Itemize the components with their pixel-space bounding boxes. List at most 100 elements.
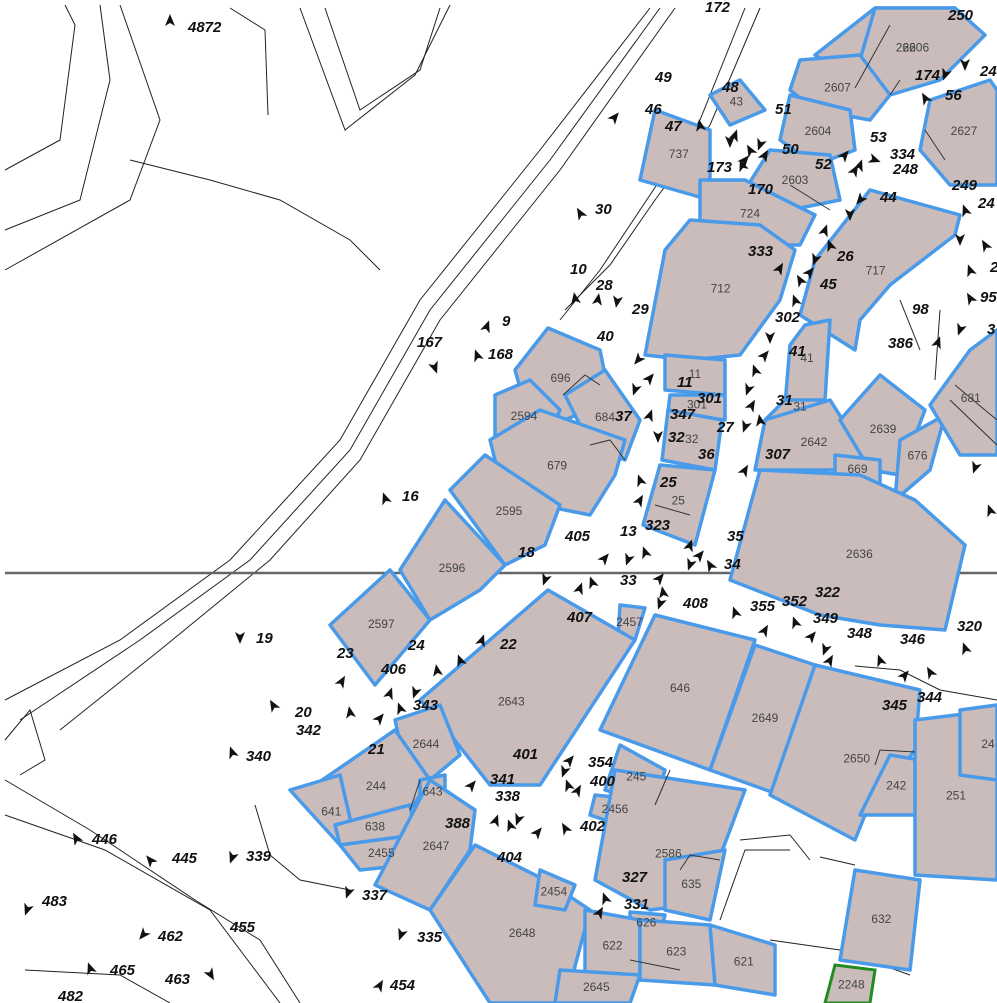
parcel-2645[interactable] [553,968,642,1003]
point-number-label: 16 [402,488,419,505]
parcel-label: 2606 [902,40,929,54]
point-number-label: 29 [631,301,649,318]
survey-arrow-icon [507,819,517,833]
point-number-label: 19 [256,630,273,647]
point-number-label: 95 [980,289,997,306]
point-number-label: 34 [724,556,741,573]
point-number-label: 4872 [187,19,222,36]
point-number-label: 323 [645,517,671,534]
parcel-24x[interactable] [958,703,997,782]
parcel-label: 2639 [870,422,897,436]
survey-arrow-icon [822,642,832,656]
parcel-label: 251 [946,788,966,802]
survey-arrow-icon [853,159,863,173]
parcel-2454[interactable] [533,868,577,912]
parcel-676[interactable] [893,413,947,502]
parcel-25[interactable] [641,463,717,547]
survey-arrow-icon [955,234,965,246]
parcel-712[interactable] [643,218,797,362]
point-number-label: 465 [109,962,136,979]
point-number-label: 483 [41,893,68,910]
survey-arrow-icon [827,239,837,253]
parcel-2647[interactable] [373,778,477,912]
survey-arrow-icon [570,784,581,798]
survey-arrow-icon [837,150,849,163]
survey-arrow-icon [73,832,84,846]
survey-arrow-icon [229,850,239,864]
point-number-label: 406 [380,661,407,678]
parcel-label: 2586 [655,846,682,860]
parcel-2248[interactable] [823,963,877,1003]
point-number-label: 53 [870,129,887,146]
survey-arrow-icon [744,399,755,413]
survey-arrow-icon [707,559,718,573]
point-number-label: 2 [989,259,997,276]
point-number-label: 307 [765,446,791,463]
point-number-label: 337 [362,887,388,904]
survey-arrow-icon [752,364,762,378]
base-lines [4,4,997,1003]
point-number-label: 18 [518,544,535,561]
survey-arrow-icon [607,112,619,125]
point-number-label: 11 [677,374,693,391]
parcel-label: 2248 [838,977,865,991]
survey-arrow-icon [737,155,749,168]
survey-arrow-icon [987,504,997,518]
survey-arrow-icon [383,687,393,701]
survey-arrow-icon [692,550,704,563]
parcel-621[interactable] [708,923,777,997]
point-number-label: 50 [782,141,799,158]
survey-arrow-icon [573,582,583,596]
point-number-label: 48 [721,79,739,96]
survey-arrow-icon [812,252,822,266]
survey-arrow-icon [643,409,653,423]
point-number-label: 45 [819,276,837,293]
survey-arrow-icon [942,67,952,81]
point-number-label: 302 [775,309,801,326]
parcel-2636[interactable] [728,468,967,632]
survey-arrow-icon [372,713,384,726]
survey-arrow-icon [960,59,970,71]
survey-arrow-icon [625,552,635,566]
parcel-label: 622 [602,938,622,952]
point-number-label: 454 [389,977,416,994]
survey-arrow-icon [683,539,693,553]
survey-arrow-icon [346,706,356,719]
parcel-label: 679 [547,459,567,473]
parcel-label: 2455 [368,846,395,860]
parcel-label: 737 [669,147,689,161]
point-number-label: 347 [670,406,696,423]
survey-arrow-icon [792,616,802,630]
survey-arrow-icon [867,153,881,163]
parcel-646[interactable] [598,613,757,772]
parcel-635[interactable] [663,848,727,922]
survey-arrow-icon [571,292,581,305]
survey-arrow-icon [765,332,775,344]
point-number-label: 331 [624,896,649,913]
parcel-label: 623 [666,945,686,959]
parcels[interactable] [288,6,997,1003]
parcel-label: 712 [711,282,731,296]
parcel-632[interactable] [838,868,922,972]
parcel-label: 2647 [423,839,450,853]
survey-arrow-icon [637,474,647,488]
survey-arrow-icon [967,264,977,278]
point-number-label: 37 [615,408,632,425]
parcel-2643[interactable] [418,588,637,787]
parcel-43[interactable] [708,78,767,127]
parcel-label: 301 [687,398,707,412]
parcel-2604[interactable] [778,93,857,167]
point-number-label: 98 [912,301,929,318]
parcel-2627[interactable] [918,78,997,187]
parcel-label: 646 [670,681,690,695]
point-number-label: 355 [750,598,776,615]
parcel-2597[interactable] [328,568,432,687]
point-number-label: 339 [246,848,272,865]
survey-arrow-icon [464,780,476,793]
survey-arrow-icon [797,274,808,288]
point-number-label: 445 [171,850,198,867]
parcel-label: 31 [793,400,807,414]
survey-arrow-icon [657,596,667,610]
point-number-label: 249 [951,177,978,194]
